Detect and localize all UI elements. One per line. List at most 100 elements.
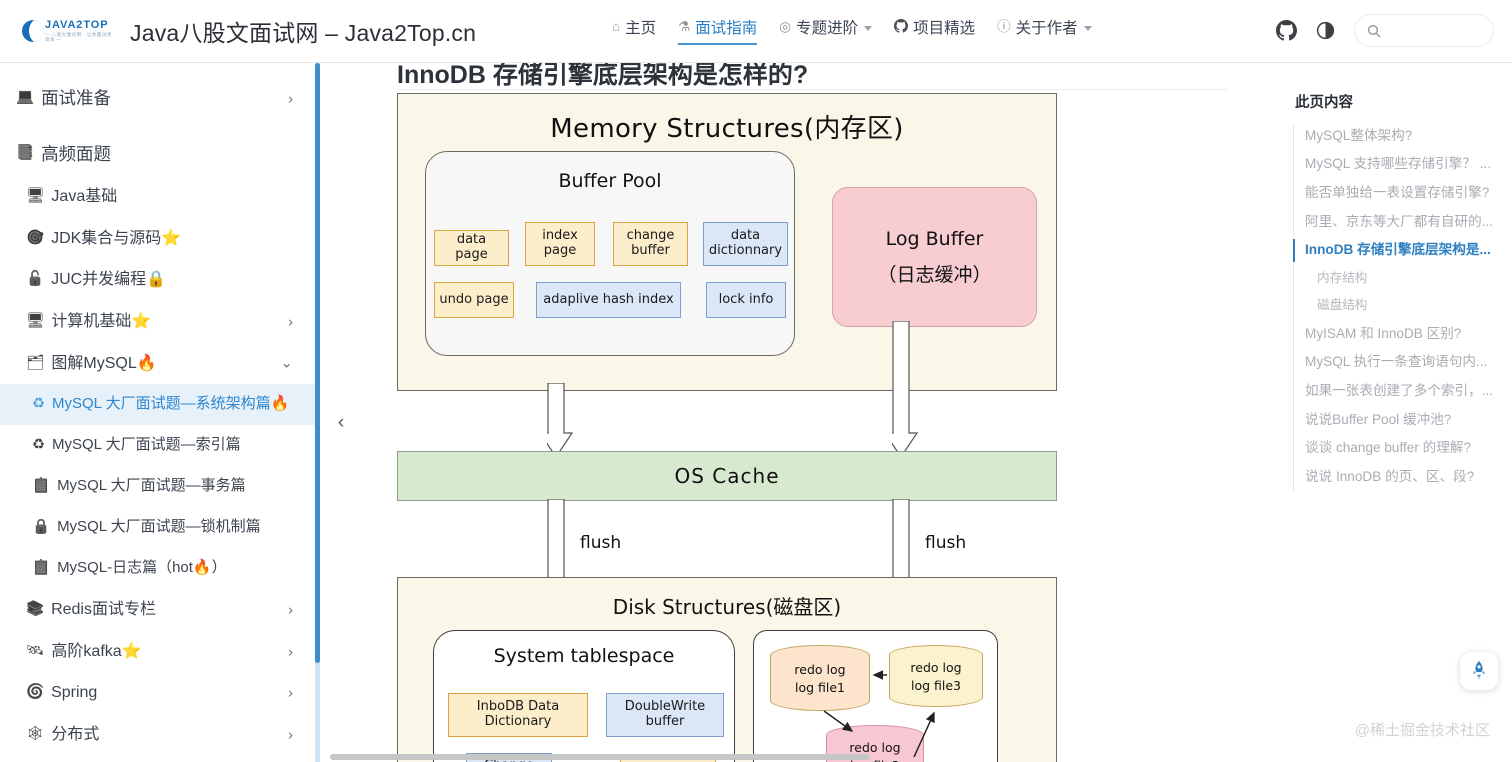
home-icon: ⌂	[612, 19, 621, 35]
sidebar-item-9[interactable]: 📋MySQL 大厂面试题—事务篇	[0, 466, 319, 507]
table-of-contents: 此页内容 MySQL整体架构? MySQL 支持哪些存储引擎？ ... 能否单独给一…	[1281, 63, 1512, 762]
redo-log-file3-line2: log file3	[910, 677, 962, 693]
sidebar-item-5[interactable]: 🖥计算机基础⭐›	[0, 301, 319, 343]
microscope-icon: ⚗	[678, 19, 691, 35]
chip-innodb-data-dictionary: InboDB Data Dictionary	[448, 693, 588, 737]
chevron-down-icon	[864, 25, 873, 31]
flush-label-left: flush	[580, 533, 622, 553]
chip-data-page: data page	[434, 230, 509, 266]
sidebar-item-0[interactable]: 💻面试准备›	[0, 77, 319, 121]
memory-structures-title: Memory Structures(内存区)	[550, 114, 904, 144]
brand[interactable]: JAVA2TOP — 八股文面试网 · 让你面试更简单 — Java八股文面试网…	[22, 14, 476, 48]
chevron-right-icon[interactable]: ›	[288, 643, 293, 661]
sidebar-item-12[interactable]: 📚Redis面试专栏›	[0, 589, 319, 631]
sidebar-item-label: JUC并发编程🔒	[51, 271, 167, 289]
sidebar-item-label: MySQL 大厂面试题—索引篇	[52, 436, 241, 454]
os-cache-bar: OS Cache	[397, 451, 1057, 501]
sidebar-item-icon: 🔒	[32, 519, 51, 536]
nav-item-label: 主页	[625, 20, 657, 37]
redo-log-file3-line1: redo log	[910, 659, 962, 675]
chip-index-page: index page	[525, 222, 595, 266]
sidebar-item-label: MySQL 大厂面试题—锁机制篇	[57, 518, 261, 536]
toc-item-9[interactable]: 如果一张表创建了多个索引，...	[1305, 382, 1494, 398]
toc-item-5[interactable]: 内存结构	[1317, 271, 1368, 286]
chip-change-buffer: change buffer	[613, 222, 688, 266]
sidebar-item-1[interactable]: 📑 高频面题	[0, 133, 319, 177]
sidebar-item-13[interactable]: 🛰高阶kafka⭐›	[0, 631, 319, 673]
sidebar-scrollbar[interactable]	[315, 63, 320, 663]
sidebar-item-label: MySQL 大厂面试题—系统架构篇🔥	[52, 395, 290, 413]
left-sidebar: 💻面试准备› 📑 高频面题 🖥Java基础🎯JDK集合与源码⭐🔓JUC并发编程🔒🖥计算…	[0, 63, 320, 762]
theme-toggle-icon[interactable]	[1315, 20, 1336, 41]
toc-item-0[interactable]: MySQL整体架构?	[1305, 127, 1413, 143]
sidebar-item-icon: 🎯	[26, 229, 45, 246]
sidebar-item-4[interactable]: 🔓JUC并发编程🔒	[0, 259, 319, 301]
sidebar-item-8[interactable]: ♻MySQL 大厂面试题—索引篇	[0, 425, 319, 466]
chevron-down-icon[interactable]: ⌄	[280, 354, 293, 372]
toc-item-4[interactable]: InnoDB 存储引擎底层架构是...	[1291, 236, 1500, 265]
sidebar-item-label: 高频面题	[41, 143, 112, 164]
chevron-right-icon[interactable]: ›	[288, 90, 293, 108]
nav-item-label: 项目精选	[913, 20, 976, 37]
disk-structures-title: Disk Structures(磁盘区)	[612, 595, 842, 619]
toc-item-2[interactable]: 能否单独给一表设置存储引擎?	[1305, 184, 1490, 200]
redo-log-file1-line1: redo log	[794, 661, 846, 677]
toc-list: MySQL整体架构? MySQL 支持哪些存储引擎？ ... 能否单独给一表设置存储…	[1291, 121, 1500, 492]
redo-log-file2-line1: redo log	[849, 739, 901, 755]
sidebar-item-7[interactable]: ♻MySQL 大厂面试题—系统架构篇🔥	[0, 384, 319, 426]
nav-item-1[interactable]: ⚗面试指南	[678, 16, 758, 46]
buffer-pool-title: Buffer Pool	[558, 170, 662, 192]
sidebar-item-2[interactable]: 🖥Java基础	[0, 176, 319, 218]
redo-log-group-box: redo log log file1 redo log log file3 re…	[753, 630, 998, 762]
sidebar-item-3[interactable]: 🎯JDK集合与源码⭐	[0, 218, 319, 260]
chip-data-dictionnary: data dictionnary	[703, 222, 788, 266]
sidebar-item-label: Spring	[51, 684, 98, 702]
toc-item-10[interactable]: 说说Buffer Pool 缓冲池?	[1305, 411, 1452, 427]
toc-item-3[interactable]: 阿里、京东等大厂都有自研的...	[1305, 213, 1494, 229]
chevron-right-icon[interactable]: ›	[288, 684, 293, 702]
sidebar-item-14[interactable]: 🌀Spring›	[0, 672, 319, 714]
nav-item-2[interactable]: ◎专题进阶	[779, 16, 873, 46]
toc-item-12[interactable]: 说说 InnoDB 的页、区、段?	[1305, 469, 1475, 485]
sidebar-item-10[interactable]: 🔒 MySQL 大厂面试题—锁机制篇	[0, 507, 319, 548]
sidebar-collapse-button[interactable]: ‹	[337, 412, 345, 433]
sidebar-item-label: Java基础	[51, 188, 118, 206]
nav-item-label: 面试指南	[695, 20, 758, 37]
chevron-right-icon[interactable]: ›	[288, 313, 293, 331]
toc-item-1[interactable]: MySQL 支持哪些存储引擎？ ...	[1305, 156, 1492, 172]
github-icon[interactable]	[1276, 20, 1297, 41]
memory-structures-box: Memory Structures(内存区) Buffer Pool data …	[397, 93, 1057, 391]
chip-lock-info: lock info	[706, 282, 786, 318]
redo-log-file1-line2: log file1	[794, 679, 846, 695]
nav-item-0[interactable]: ⌂主页	[612, 16, 656, 46]
arrow-bufferpool-to-oscache	[547, 383, 574, 459]
search-input[interactable]	[1354, 14, 1494, 47]
sidebar-item-label: MySQL-日志篇（hot🔥）	[57, 559, 227, 577]
sidebar-item-11[interactable]: 📋MySQL-日志篇（hot🔥）	[0, 548, 319, 589]
sidebar-gap	[0, 121, 319, 133]
info-icon: ⓘ	[997, 19, 1011, 35]
arrow-logbuffer-to-oscache	[892, 321, 919, 459]
toc-item-11[interactable]: 谈谈 change buffer 的理解?	[1305, 440, 1471, 456]
header-actions	[1276, 14, 1494, 47]
toc-rail	[1293, 125, 1294, 492]
chevron-down-icon	[1083, 25, 1092, 31]
site-header: JAVA2TOP — 八股文面试网 · 让你面试更简单 — Java八股文面试网…	[0, 0, 1512, 63]
redo-log-file1-cylinder: redo log log file1	[770, 645, 870, 711]
back-to-top-button[interactable]	[1460, 652, 1498, 690]
title-divider	[397, 89, 1227, 90]
chevron-right-icon[interactable]: ›	[288, 601, 293, 619]
toc-item-6[interactable]: 磁盘结构	[1317, 298, 1368, 313]
sidebar-item-icon: 📑	[16, 144, 35, 161]
sidebar-item-15[interactable]: 🕸分布式›	[0, 714, 319, 756]
toc-item-7[interactable]: MyISAM 和 InnoDB 区别?	[1305, 325, 1462, 341]
sidebar-item-6[interactable]: 🗂图解MySQL🔥⌄	[0, 343, 319, 385]
toc-title: 此页内容	[1295, 95, 1353, 111]
toc-item-8[interactable]: MySQL 执行一条查询语句内...	[1305, 354, 1488, 370]
chevron-right-icon[interactable]: ›	[288, 726, 293, 744]
nav-item-3[interactable]: 项目精选	[894, 16, 975, 46]
nav-item-label: 关于作者	[1015, 20, 1078, 37]
content-horizontal-scrollbar[interactable]	[330, 754, 870, 760]
